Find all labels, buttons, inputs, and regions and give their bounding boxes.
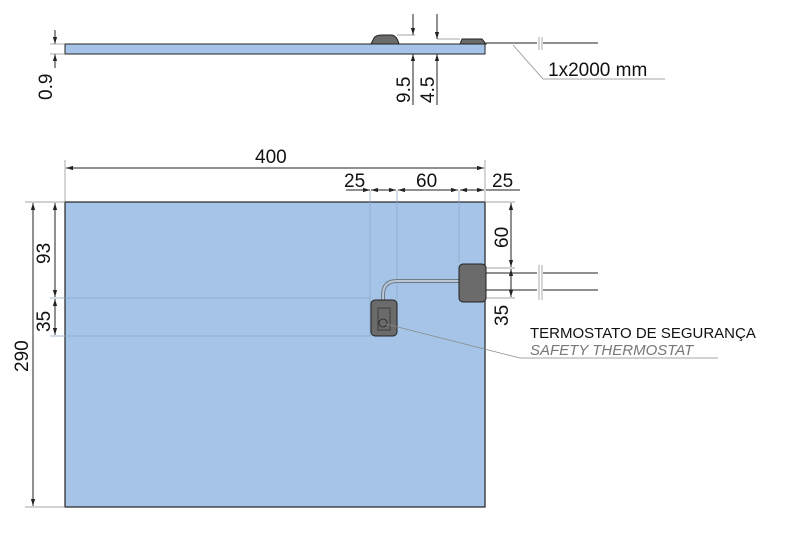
top-view: 400 25 60 25 290 93 35 60 35 — [12, 147, 756, 508]
side-view: 1x2000 mm 0.9 9.5 4.5 — [36, 14, 665, 105]
connector-box — [458, 263, 487, 303]
heating-plate — [64, 201, 486, 508]
connector-height-dim: 4.5 — [418, 77, 439, 103]
width-dim: 400 — [255, 147, 287, 168]
v-offset-2-dim: 35 — [34, 311, 55, 332]
connector-side — [459, 38, 488, 45]
offset-right-dim: 25 — [492, 171, 513, 192]
thickness-dim: 0.9 — [36, 74, 57, 100]
thermostat-side — [370, 34, 400, 45]
plate-side — [64, 43, 486, 55]
safety-thermostat — [370, 299, 398, 337]
v-offset-1-dim: 93 — [34, 243, 55, 264]
thermostat-leader — [385, 323, 718, 359]
thermostat-label-pt: TERMOSTATO DE SEGURANÇA — [530, 325, 756, 342]
cable-length-label: 1x2000 mm — [548, 60, 647, 81]
thermostat-label-en: SAFETY THERMOSTAT — [530, 342, 695, 359]
thermostat-height-dim: 9.5 — [394, 77, 415, 103]
offset-left-dim: 25 — [344, 171, 365, 192]
offset-mid-dim: 60 — [416, 171, 437, 192]
height-dim: 290 — [12, 340, 33, 372]
right-offset-1-dim: 60 — [492, 227, 513, 248]
right-offset-2-dim: 35 — [492, 305, 513, 326]
cable-leader — [512, 44, 665, 80]
